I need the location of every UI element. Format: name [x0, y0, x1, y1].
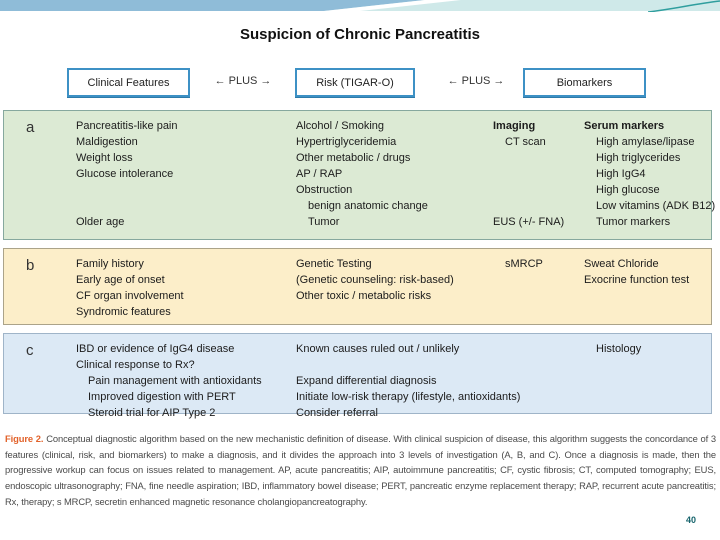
row-level-label: c	[26, 342, 34, 359]
table-line: Glucose intolerance	[76, 168, 174, 180]
table-line: Genetic Testing	[296, 258, 372, 270]
table-line: AP / RAP	[296, 168, 343, 180]
table-line: Hypertriglyceridemia	[296, 136, 397, 148]
table-line: Serum markers	[584, 120, 665, 132]
table-line: Known causes ruled out / unlikely	[296, 343, 460, 355]
top-decorative-band	[0, 0, 720, 12]
table-line: High amylase/lipase	[596, 136, 695, 148]
table-line: EUS (+/- FNA)	[493, 216, 565, 228]
table-line: Obstruction	[296, 184, 353, 196]
table-line: Family history	[76, 258, 144, 270]
table-line: Pancreatitis-like pain	[76, 120, 178, 132]
table-line: Consider referral	[296, 407, 378, 419]
row-c-col2: Known causes ruled out / unlikely Expand…	[296, 341, 520, 421]
risk-tigar-o-box: Risk (TIGAR-O)	[295, 68, 415, 97]
table-line: Imaging	[493, 120, 536, 132]
table-line: sMRCP	[505, 258, 543, 270]
table-line: Expand differential diagnosis	[296, 375, 437, 387]
table-line: Syndromic features	[76, 306, 171, 318]
table-line: Low vitamins (ADK B12)	[596, 200, 716, 212]
table-line: High glucose	[596, 184, 660, 196]
table-line: Other toxic / metabolic risks	[296, 290, 432, 302]
table-line: Histology	[596, 343, 642, 355]
band-white-wave	[324, 0, 461, 11]
figure-caption-label: Figure 2.	[5, 433, 44, 444]
table-line: High IgG4	[596, 168, 646, 180]
table-line	[493, 166, 564, 182]
table-line	[493, 182, 564, 198]
table-line: Early age of onset	[76, 274, 165, 286]
row-level-label: b	[26, 257, 35, 274]
teal-wave-curve	[648, 0, 720, 12]
figure-caption-text: Conceptual diagnostic algorithm based on…	[5, 433, 717, 507]
table-line: IBD or evidence of IgG4 disease	[76, 343, 235, 355]
band-blue-wave	[0, 0, 425, 11]
table-line: Sweat Chloride	[584, 258, 659, 270]
table-line: Older age	[76, 216, 125, 228]
table-line: Tumor markers	[596, 216, 671, 228]
table-line: High triglycerides	[596, 152, 681, 164]
table-line	[493, 150, 564, 166]
table-line: Tumor	[308, 216, 340, 228]
figure-title: Suspicion of Chronic Pancreatitis	[239, 26, 481, 43]
row-c-col4: Histology	[584, 341, 641, 357]
table-line: Maldigestion	[76, 136, 138, 148]
table-line	[76, 198, 178, 214]
table-line: (Genetic counseling: risk-based)	[296, 274, 454, 286]
slide-page-number: 40	[685, 515, 696, 525]
row-level-label: a	[26, 119, 35, 136]
table-line: benign anatomic change	[308, 200, 428, 212]
table-line: Improved digestion with PERT	[88, 391, 236, 403]
table-line: Alcohol / Smoking	[296, 120, 385, 132]
clinical-features-box: Clinical Features	[67, 68, 190, 97]
table-line: Initiate low-risk therapy (lifestyle, an…	[296, 391, 521, 403]
figure-caption: Figure 2. Conceptual diagnostic algorith…	[5, 431, 716, 510]
table-line: Exocrine function test	[584, 274, 690, 286]
plus-connector-1: ← PLUS →	[214, 75, 272, 87]
row-b-col3: sMRCP	[493, 256, 543, 272]
table-line: Steroid trial for AIP Type 2	[88, 407, 216, 419]
table-line	[296, 357, 520, 373]
biomarkers-box: Biomarkers	[523, 68, 646, 97]
table-line: CF organ involvement	[76, 290, 184, 302]
table-line	[76, 182, 178, 198]
table-line: Pain management with antioxidants	[88, 375, 262, 387]
table-line: CT scan	[505, 136, 546, 148]
table-line	[493, 198, 564, 214]
table-line: Other metabolic / drugs	[296, 152, 411, 164]
table-line: Weight loss	[76, 152, 133, 164]
row-b-col2: Genetic Testing (Genetic counseling: risk…	[296, 256, 454, 304]
plus-connector-2: ← PLUS →	[447, 75, 505, 87]
table-line: Clinical response to Rx?	[76, 359, 195, 371]
row-a-col3: Imaging CT scan EUS (+/- FNA)	[493, 118, 564, 230]
